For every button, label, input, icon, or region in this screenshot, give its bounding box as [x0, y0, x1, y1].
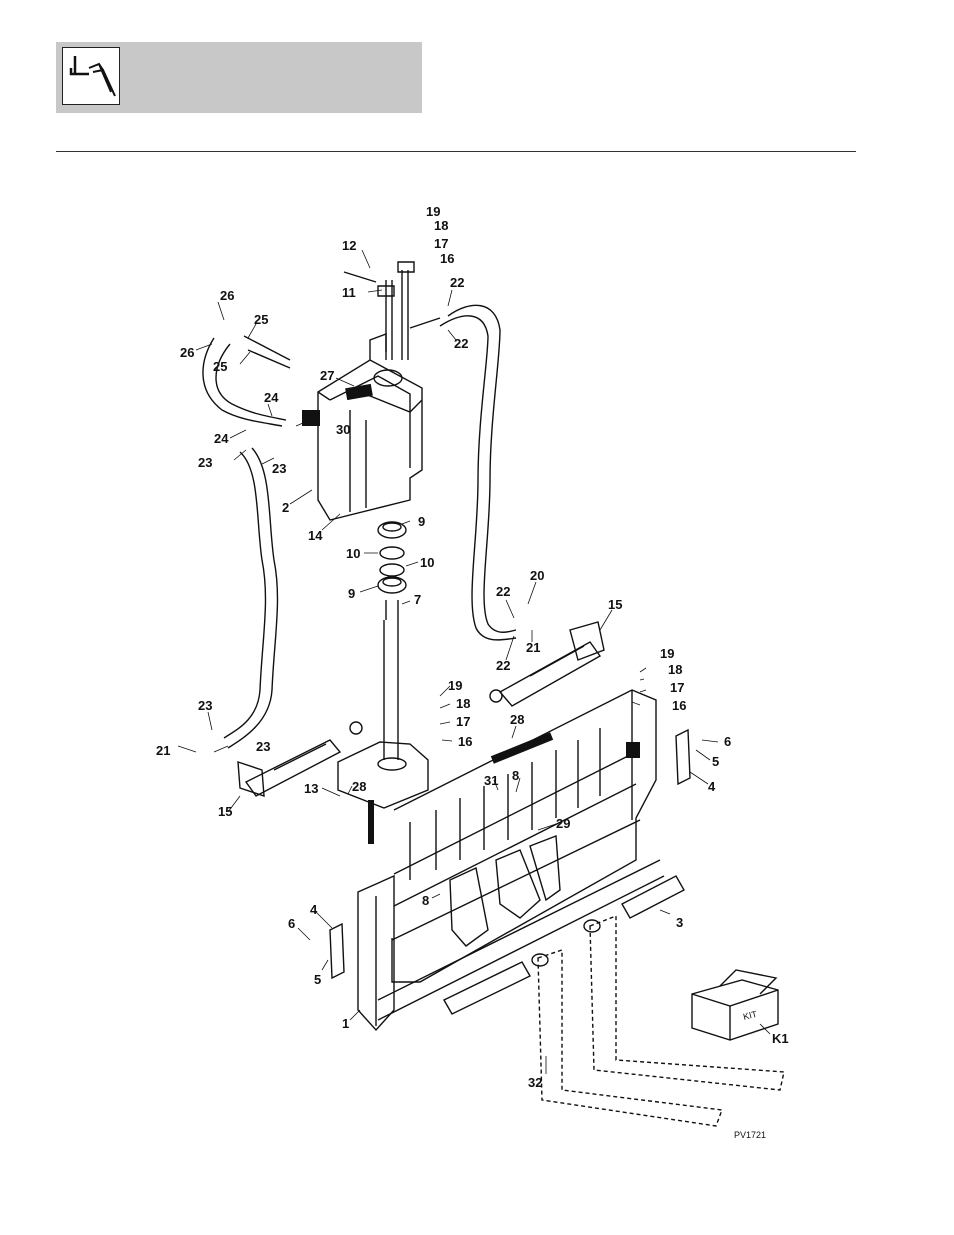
callout-30: 30 [336, 422, 350, 437]
callout-17: 17 [434, 236, 448, 251]
callout-24: 24 [264, 390, 279, 405]
decal-30 [302, 410, 320, 426]
callout-22: 22 [496, 658, 510, 673]
callout-6: 6 [724, 734, 731, 749]
decal-28 [490, 732, 554, 764]
decal-28-left [368, 800, 374, 844]
callout-8: 8 [512, 768, 519, 783]
callout-9: 9 [418, 514, 425, 529]
callout-1: 1 [342, 1016, 349, 1031]
callout-13: 13 [304, 781, 318, 796]
callout-26: 26 [220, 288, 234, 303]
callout-23: 23 [198, 698, 212, 713]
callout-11: 11 [342, 285, 356, 300]
callout-6: 6 [288, 916, 295, 931]
callout-32: 32 [528, 1075, 542, 1090]
callout-labels: 19 18 17 16 12 11 22 22 26 25 26 25 27 2… [156, 204, 789, 1140]
callout-18: 18 [668, 662, 682, 677]
callout-22: 22 [450, 275, 464, 290]
callout-19: 19 [448, 678, 462, 693]
callout-14: 14 [308, 528, 323, 543]
callout-23: 23 [256, 739, 270, 754]
callout-18: 18 [456, 696, 470, 711]
callout-16: 16 [672, 698, 686, 713]
callout-10: 10 [420, 555, 434, 570]
callout-29: 29 [556, 816, 570, 831]
callout-27: 27 [320, 368, 334, 383]
callout-21: 21 [156, 743, 170, 758]
callout-16: 16 [458, 734, 472, 749]
callout-9: 9 [348, 586, 355, 601]
callout-23: 23 [198, 455, 212, 470]
callout-15: 15 [608, 597, 622, 612]
callout-25: 25 [254, 312, 268, 327]
diagram-linework [177, 249, 785, 1127]
callout-4: 4 [310, 902, 318, 917]
callout-5: 5 [314, 972, 321, 987]
callout-28: 28 [510, 712, 524, 727]
callout-26: 26 [180, 345, 194, 360]
callout-22: 22 [454, 336, 468, 351]
callout-7: 7 [414, 592, 421, 607]
callout-28: 28 [352, 779, 366, 794]
callout-19: 19 [660, 646, 674, 661]
callout-4: 4 [708, 779, 716, 794]
callout-5: 5 [712, 754, 719, 769]
wrench-icon [69, 56, 116, 97]
callout-12: 12 [342, 238, 356, 253]
kit-box-label: KIT [742, 1009, 758, 1022]
callout-23: 23 [272, 461, 286, 476]
decal-right [626, 742, 640, 758]
callout-K1: K1 [772, 1031, 789, 1046]
callout-16: 16 [440, 251, 454, 266]
callout-22: 22 [496, 584, 510, 599]
callout-20: 20 [530, 568, 544, 583]
header-rule [56, 151, 856, 152]
callout-15: 15 [218, 804, 232, 819]
callout-21: 21 [526, 640, 540, 655]
callout-8: 8 [422, 893, 429, 908]
callout-17: 17 [670, 680, 684, 695]
callout-17: 17 [456, 714, 470, 729]
callout-31: 31 [484, 773, 498, 788]
callout-24: 24 [214, 431, 229, 446]
tool-icon-box [62, 47, 120, 105]
callout-10: 10 [346, 546, 360, 561]
callout-2: 2 [282, 500, 289, 515]
callout-3: 3 [676, 915, 683, 930]
figure-code: PV1721 [734, 1130, 766, 1140]
callout-18: 18 [434, 218, 448, 233]
callout-19: 19 [426, 204, 440, 219]
callout-25: 25 [213, 359, 227, 374]
decal-27 [345, 383, 373, 401]
